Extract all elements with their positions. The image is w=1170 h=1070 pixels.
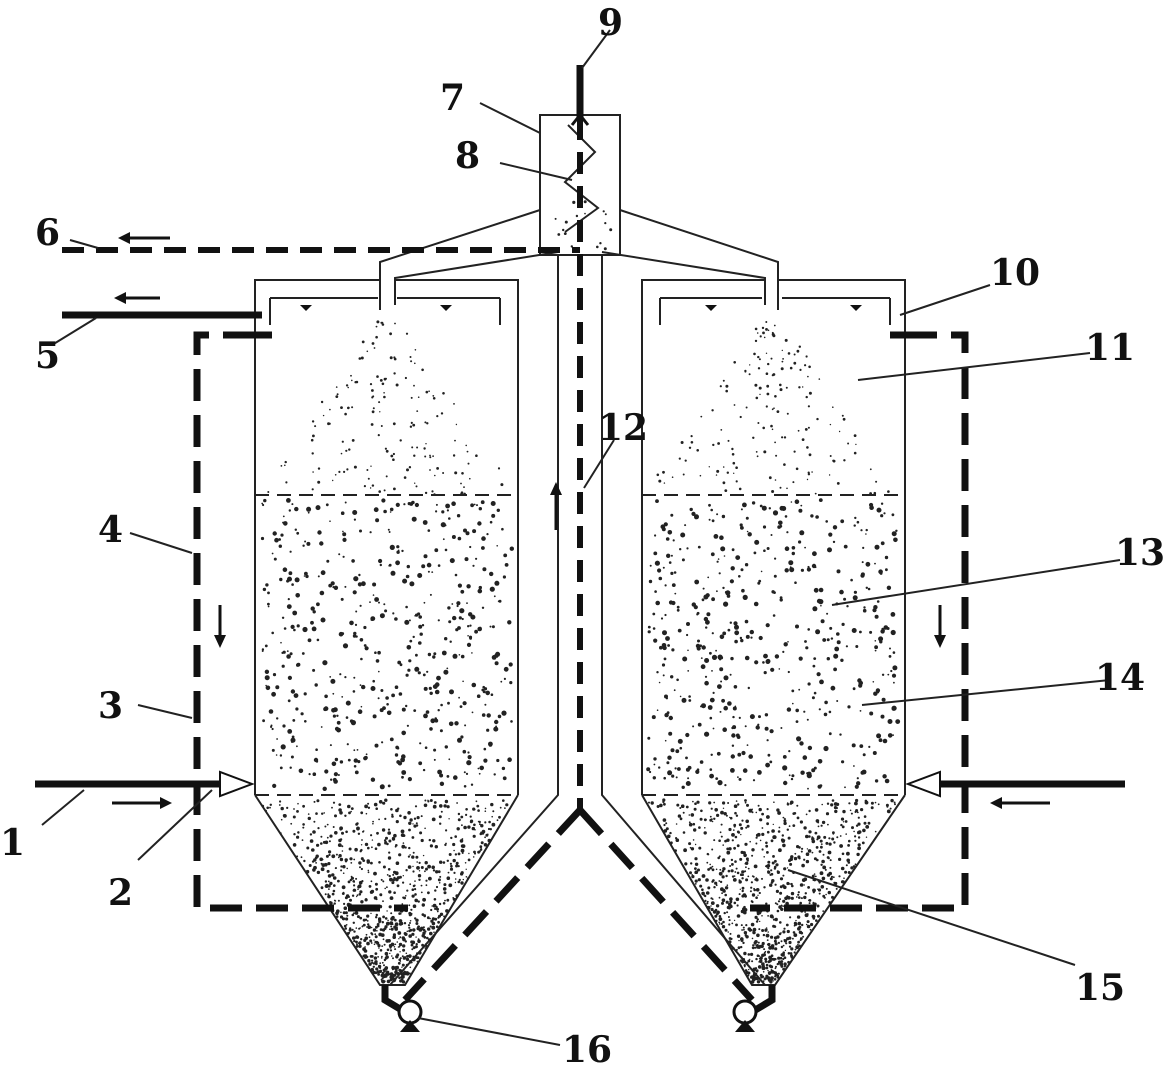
flow-arrows — [112, 112, 1050, 809]
right-hood-outer — [619, 209, 779, 310]
left-bottom-recirc — [402, 807, 583, 1003]
left-vessel-top-left — [254, 279, 380, 330]
right-water-mark-1 — [705, 305, 717, 311]
label-15: 15 — [1075, 967, 1125, 1009]
label-7: 7 — [440, 77, 465, 119]
left-cone — [254, 794, 519, 986]
label-11: 11 — [1085, 327, 1135, 369]
label-6: 6 — [35, 212, 60, 254]
left-water-mark-1 — [300, 305, 312, 311]
zigzag-baffle — [563, 124, 600, 233]
label-13: 13 — [1115, 532, 1165, 574]
label-14: 14 — [1095, 657, 1145, 699]
label-16: 16 — [562, 1029, 612, 1070]
label-9: 9 — [598, 2, 623, 44]
right-recirc-loop — [750, 331, 969, 912]
left-recycle-pump-icon — [397, 999, 423, 1025]
label-12: 12 — [598, 407, 648, 449]
left-pump-base — [400, 1020, 420, 1032]
right-vessel-wall-inner — [641, 279, 765, 795]
left-hood-outer — [379, 209, 541, 310]
label-5: 5 — [35, 335, 60, 377]
left-recirc-loop — [193, 331, 408, 912]
label-2: 2 — [108, 872, 133, 914]
left-vessel-wall-inner — [395, 279, 519, 795]
label-10: 10 — [990, 252, 1040, 294]
label-3: 3 — [98, 685, 123, 727]
riser-right-wall — [601, 255, 766, 986]
label-8: 8 — [455, 135, 480, 177]
right-pump-base — [735, 1020, 755, 1032]
right-pump-pipe — [750, 985, 776, 1016]
right-cone — [641, 794, 906, 986]
left-distributor-nozzle — [219, 770, 255, 798]
sludge-particles — [260, 200, 901, 984]
label-1: 1 — [0, 822, 25, 864]
right-vessel-top-right — [778, 279, 906, 330]
left-water-mark-2 — [440, 305, 452, 311]
right-distributor-nozzle — [905, 770, 941, 798]
riser-left-wall — [389, 255, 559, 986]
right-water-mark-2 — [850, 305, 862, 311]
left-hood-inner — [394, 251, 559, 305]
leader-lines — [41, 29, 1121, 1046]
right-bottom-recirc — [577, 807, 755, 1003]
right-recycle-pump-icon — [732, 999, 758, 1025]
label-4: 4 — [98, 509, 123, 551]
right-hood-inner — [601, 251, 766, 305]
